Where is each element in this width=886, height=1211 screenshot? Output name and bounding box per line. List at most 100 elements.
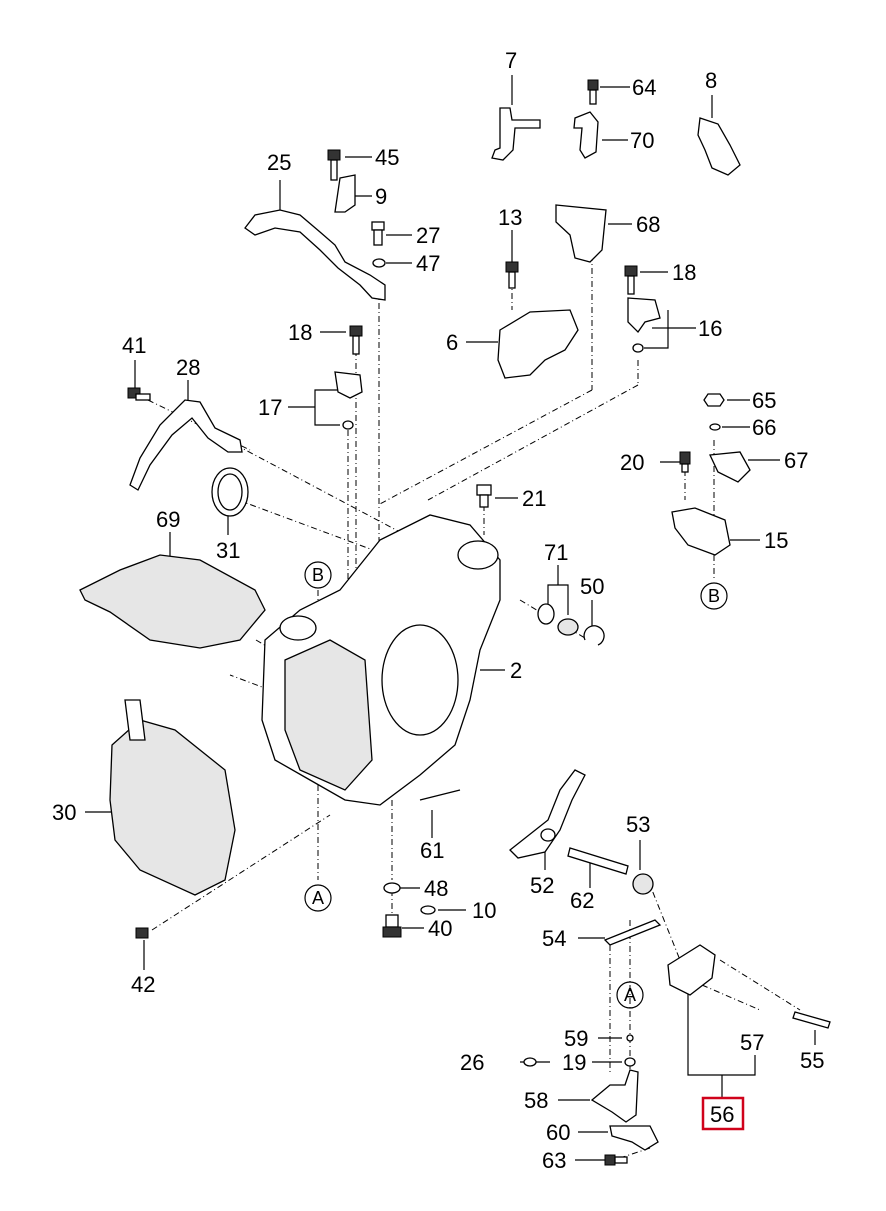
nut-65 (703, 393, 725, 407)
callout-2: 2 (510, 658, 522, 683)
parts (79, 79, 831, 1166)
ring-19 (624, 1057, 636, 1067)
lever-52 (509, 769, 586, 859)
shaft-58 (590, 1069, 639, 1123)
callout-69: 69 (156, 507, 180, 532)
callout-8: 8 (705, 68, 717, 93)
ref-b-left: B (312, 565, 324, 585)
callout-62: 62 (570, 888, 594, 913)
callout-26: 26 (460, 1050, 484, 1075)
callout-48: 48 (424, 876, 448, 901)
bracket-56 (667, 944, 716, 996)
washer-66 (709, 423, 721, 431)
callout-66: 66 (752, 415, 776, 440)
snap-ring-50 (583, 625, 605, 646)
callout-7: 7 (505, 48, 517, 73)
bracket-68 (555, 204, 607, 263)
washer-26 (523, 1057, 537, 1067)
ref-b-right: B (708, 586, 720, 606)
callout-63: 63 (542, 1148, 566, 1173)
bolt-18-left (349, 325, 363, 355)
bolt-42 (135, 927, 149, 939)
callout-45: 45 (375, 145, 399, 170)
oil-pan-30 (109, 719, 236, 896)
callout-52: 52 (530, 873, 554, 898)
ref-a-right: A (624, 985, 636, 1005)
ref-marker-b-right: B (700, 582, 728, 610)
callout-60: 60 (546, 1120, 570, 1145)
bolt-21 (476, 484, 492, 508)
callout-27: 27 (416, 223, 440, 248)
bolt-41 (127, 387, 151, 401)
callout-40: 40 (428, 916, 452, 941)
callout-13: 13 (498, 205, 522, 230)
pin-59 (626, 1034, 634, 1042)
valve-body (284, 639, 373, 791)
tube-28 (129, 399, 243, 491)
bolt-27 (371, 221, 385, 246)
bolt-13 (505, 261, 519, 289)
callout-65: 65 (752, 388, 776, 413)
callout-42: 42 (131, 972, 155, 997)
bolt-64 (587, 79, 599, 105)
filter-69 (79, 554, 266, 649)
washer-47 (372, 258, 386, 268)
callout-28: 28 (176, 355, 200, 380)
callout-59: 59 (564, 1026, 588, 1051)
callout-6: 6 (446, 330, 458, 355)
callout-21: 21 (522, 486, 546, 511)
plug-71 (557, 618, 579, 636)
plug-40 (382, 914, 402, 938)
callout-17: 17 (258, 395, 282, 420)
callout-25: 25 (267, 150, 291, 175)
plate-60 (609, 1125, 659, 1151)
callout-50: 50 (580, 574, 604, 599)
callout-9: 9 (375, 184, 387, 209)
ref-marker-b-left: B (304, 561, 332, 589)
callout-57: 57 (740, 1030, 764, 1055)
o-ring-71 (537, 603, 555, 625)
tube-25 (244, 209, 386, 301)
ref-a-left: A (312, 888, 324, 908)
callout-68: 68 (636, 212, 660, 237)
clip-9 (334, 174, 356, 213)
switch-67 (709, 451, 751, 483)
callout-31: 31 (216, 538, 240, 563)
collar-53 (632, 873, 654, 895)
callout-64: 64 (632, 75, 656, 100)
ref-marker-a-left: A (304, 884, 332, 912)
bracket-70 (573, 111, 599, 159)
callout-55: 55 (800, 1048, 824, 1073)
callout-30: 30 (52, 800, 76, 825)
callout-70: 70 (630, 128, 654, 153)
bolt-20 (679, 451, 691, 473)
callout-53: 53 (626, 812, 650, 837)
callout-18-right: 18 (672, 260, 696, 285)
bolt-63 (604, 1154, 628, 1166)
sensor-17 (334, 371, 363, 399)
bracket-8 (697, 117, 741, 176)
sensor-16 (627, 297, 661, 334)
callout-41: 41 (122, 333, 146, 358)
shaft-62 (567, 847, 629, 875)
ring-10 (420, 905, 436, 915)
bracket-7 (491, 107, 541, 161)
callout-47: 47 (416, 251, 440, 276)
callout-20: 20 (620, 450, 644, 475)
callout-15: 15 (764, 528, 788, 553)
switch-15 (671, 507, 731, 556)
callout-67: 67 (784, 448, 808, 473)
callout-54: 54 (542, 926, 566, 951)
callout-71: 71 (544, 540, 568, 565)
callout-labels: 7 64 8 70 45 25 9 13 68 27 47 18 18 16 6… (52, 48, 824, 1173)
washer-48 (383, 882, 401, 894)
rod-55 (792, 1011, 831, 1029)
callout-10: 10 (472, 898, 496, 923)
callout-61: 61 (420, 838, 444, 863)
spring-54 (603, 919, 662, 946)
callout-19: 19 (562, 1050, 586, 1075)
callout-18-left: 18 (288, 320, 312, 345)
bolt-18-right (624, 265, 638, 295)
callout-58: 58 (524, 1088, 548, 1113)
